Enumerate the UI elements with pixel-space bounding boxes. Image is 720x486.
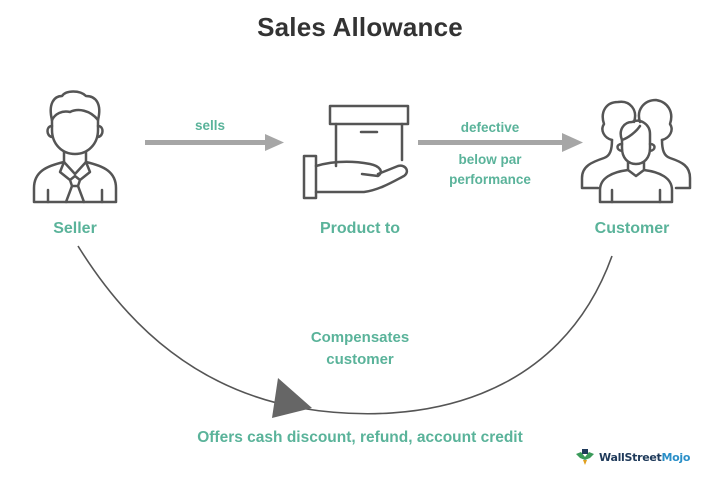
customer-compensated-label: customer	[326, 351, 394, 368]
wallstreetmojo-logo: WallStreetMojo	[574, 448, 690, 466]
seller-label: Seller	[53, 220, 97, 237]
customer-group-icon	[580, 98, 692, 204]
customer-label: Customer	[594, 220, 670, 237]
seller-person-icon	[32, 90, 118, 204]
box-in-hand-icon	[302, 104, 410, 200]
performance-label: performance	[449, 172, 531, 187]
offers-label: Offers cash discount, refund, account cr…	[197, 429, 523, 446]
logo-text-wall: Wall	[599, 450, 625, 464]
compensation-curve	[77, 245, 613, 415]
product-label: Product to	[320, 220, 400, 237]
sells-arrow	[145, 134, 284, 151]
defective-label: defective	[460, 120, 520, 135]
logo-icon	[576, 449, 594, 465]
logo-text-mojo: Mojo	[661, 450, 691, 464]
compensation-arrowhead	[272, 378, 312, 418]
defective-arrow	[418, 133, 583, 152]
logo-text-street: Street	[624, 450, 662, 464]
compensates-label: Compensates	[310, 329, 410, 346]
below-par-label: below par	[458, 152, 522, 167]
sells-label: sells	[194, 118, 226, 133]
diagram-title: Sales Allowance	[257, 12, 463, 42]
